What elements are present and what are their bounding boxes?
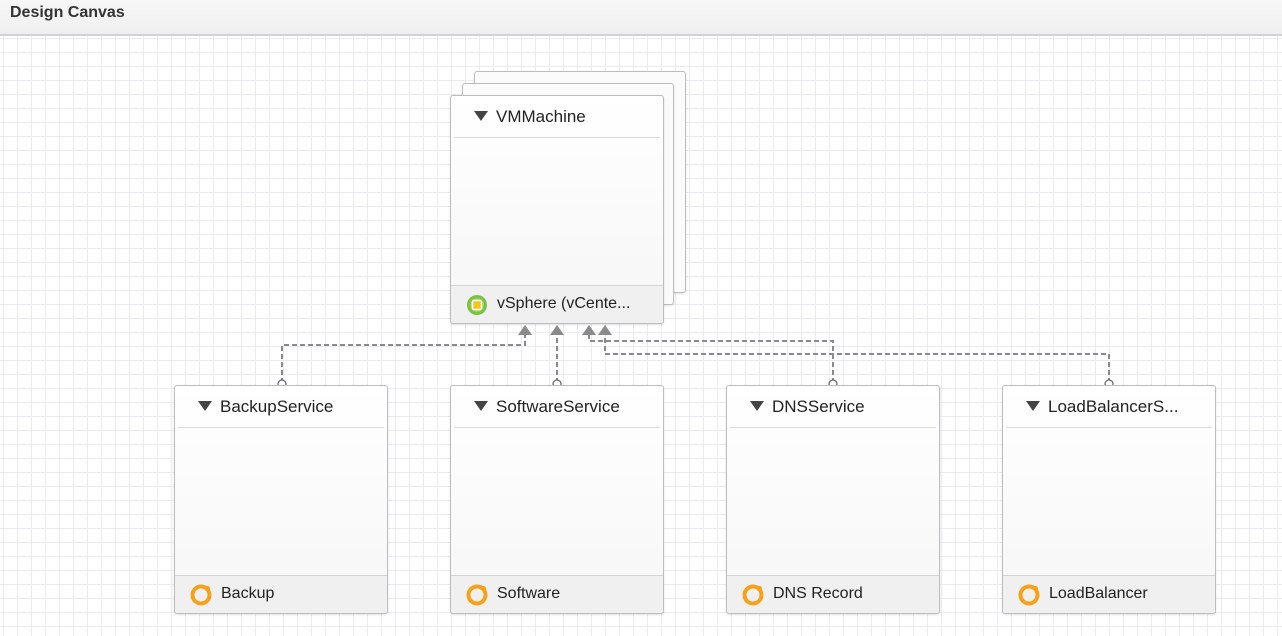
collapse-triangle-icon[interactable]	[750, 401, 764, 411]
collapse-triangle-icon[interactable]	[198, 401, 212, 411]
node-header: VMMachine	[454, 96, 660, 138]
connector-loadbalancer-to-vm	[604, 334, 1110, 383]
orange-ring-icon	[742, 584, 764, 606]
loadbalancer-service-node[interactable]: LoadBalancerS... LoadBalancer	[1002, 385, 1216, 614]
node-title: BackupService	[220, 397, 334, 416]
node-header: DNSService	[730, 386, 936, 428]
dns-service-node[interactable]: DNSService DNS Record	[726, 385, 940, 614]
vsphere-icon	[467, 295, 487, 315]
design-canvas[interactable]: VMMachine vSphere (vCente... BackupServi…	[0, 36, 1282, 636]
collapse-triangle-icon[interactable]	[474, 111, 488, 121]
arrowhead-dns	[582, 325, 596, 335]
node-footer: Software	[451, 575, 663, 613]
connector-backup-to-vm	[281, 334, 526, 383]
connector-dns-to-vm	[588, 334, 834, 383]
node-footer: Backup	[175, 575, 387, 613]
arrowhead-software	[550, 325, 564, 335]
orange-ring-icon	[1018, 584, 1040, 606]
page-title: Design Canvas	[10, 4, 125, 21]
vm-machine-node[interactable]: VMMachine vSphere (vCente...	[450, 95, 664, 324]
node-footer-label: Backup	[221, 585, 275, 602]
connector-arrowheads	[518, 325, 612, 335]
backup-service-node[interactable]: BackupService Backup	[174, 385, 388, 614]
node-header: LoadBalancerS...	[1006, 386, 1212, 428]
node-footer-label: DNS Record	[773, 585, 863, 602]
node-footer: LoadBalancer	[1003, 575, 1215, 613]
node-footer-label: LoadBalancer	[1049, 585, 1148, 602]
node-title: LoadBalancerS...	[1048, 397, 1179, 416]
arrowhead-backup	[518, 325, 532, 335]
collapse-triangle-icon[interactable]	[474, 401, 488, 411]
node-footer-label: Software	[497, 585, 561, 602]
node-footer-label: vSphere (vCente...	[497, 295, 631, 312]
collapse-triangle-icon[interactable]	[1026, 401, 1040, 411]
node-title: VMMachine	[496, 107, 586, 126]
orange-ring-icon	[466, 584, 488, 606]
node-header: BackupService	[178, 386, 384, 428]
arrowhead-loadbalancer	[598, 325, 612, 335]
software-service-node[interactable]: SoftwareService Software	[450, 385, 664, 614]
node-title: SoftwareService	[496, 397, 620, 416]
node-footer: DNS Record	[727, 575, 939, 613]
node-header: SoftwareService	[454, 386, 660, 428]
orange-ring-icon	[190, 584, 212, 606]
canvas-header: Design Canvas	[0, 0, 1282, 36]
node-footer: vSphere (vCente...	[451, 285, 663, 323]
node-title: DNSService	[772, 397, 865, 416]
